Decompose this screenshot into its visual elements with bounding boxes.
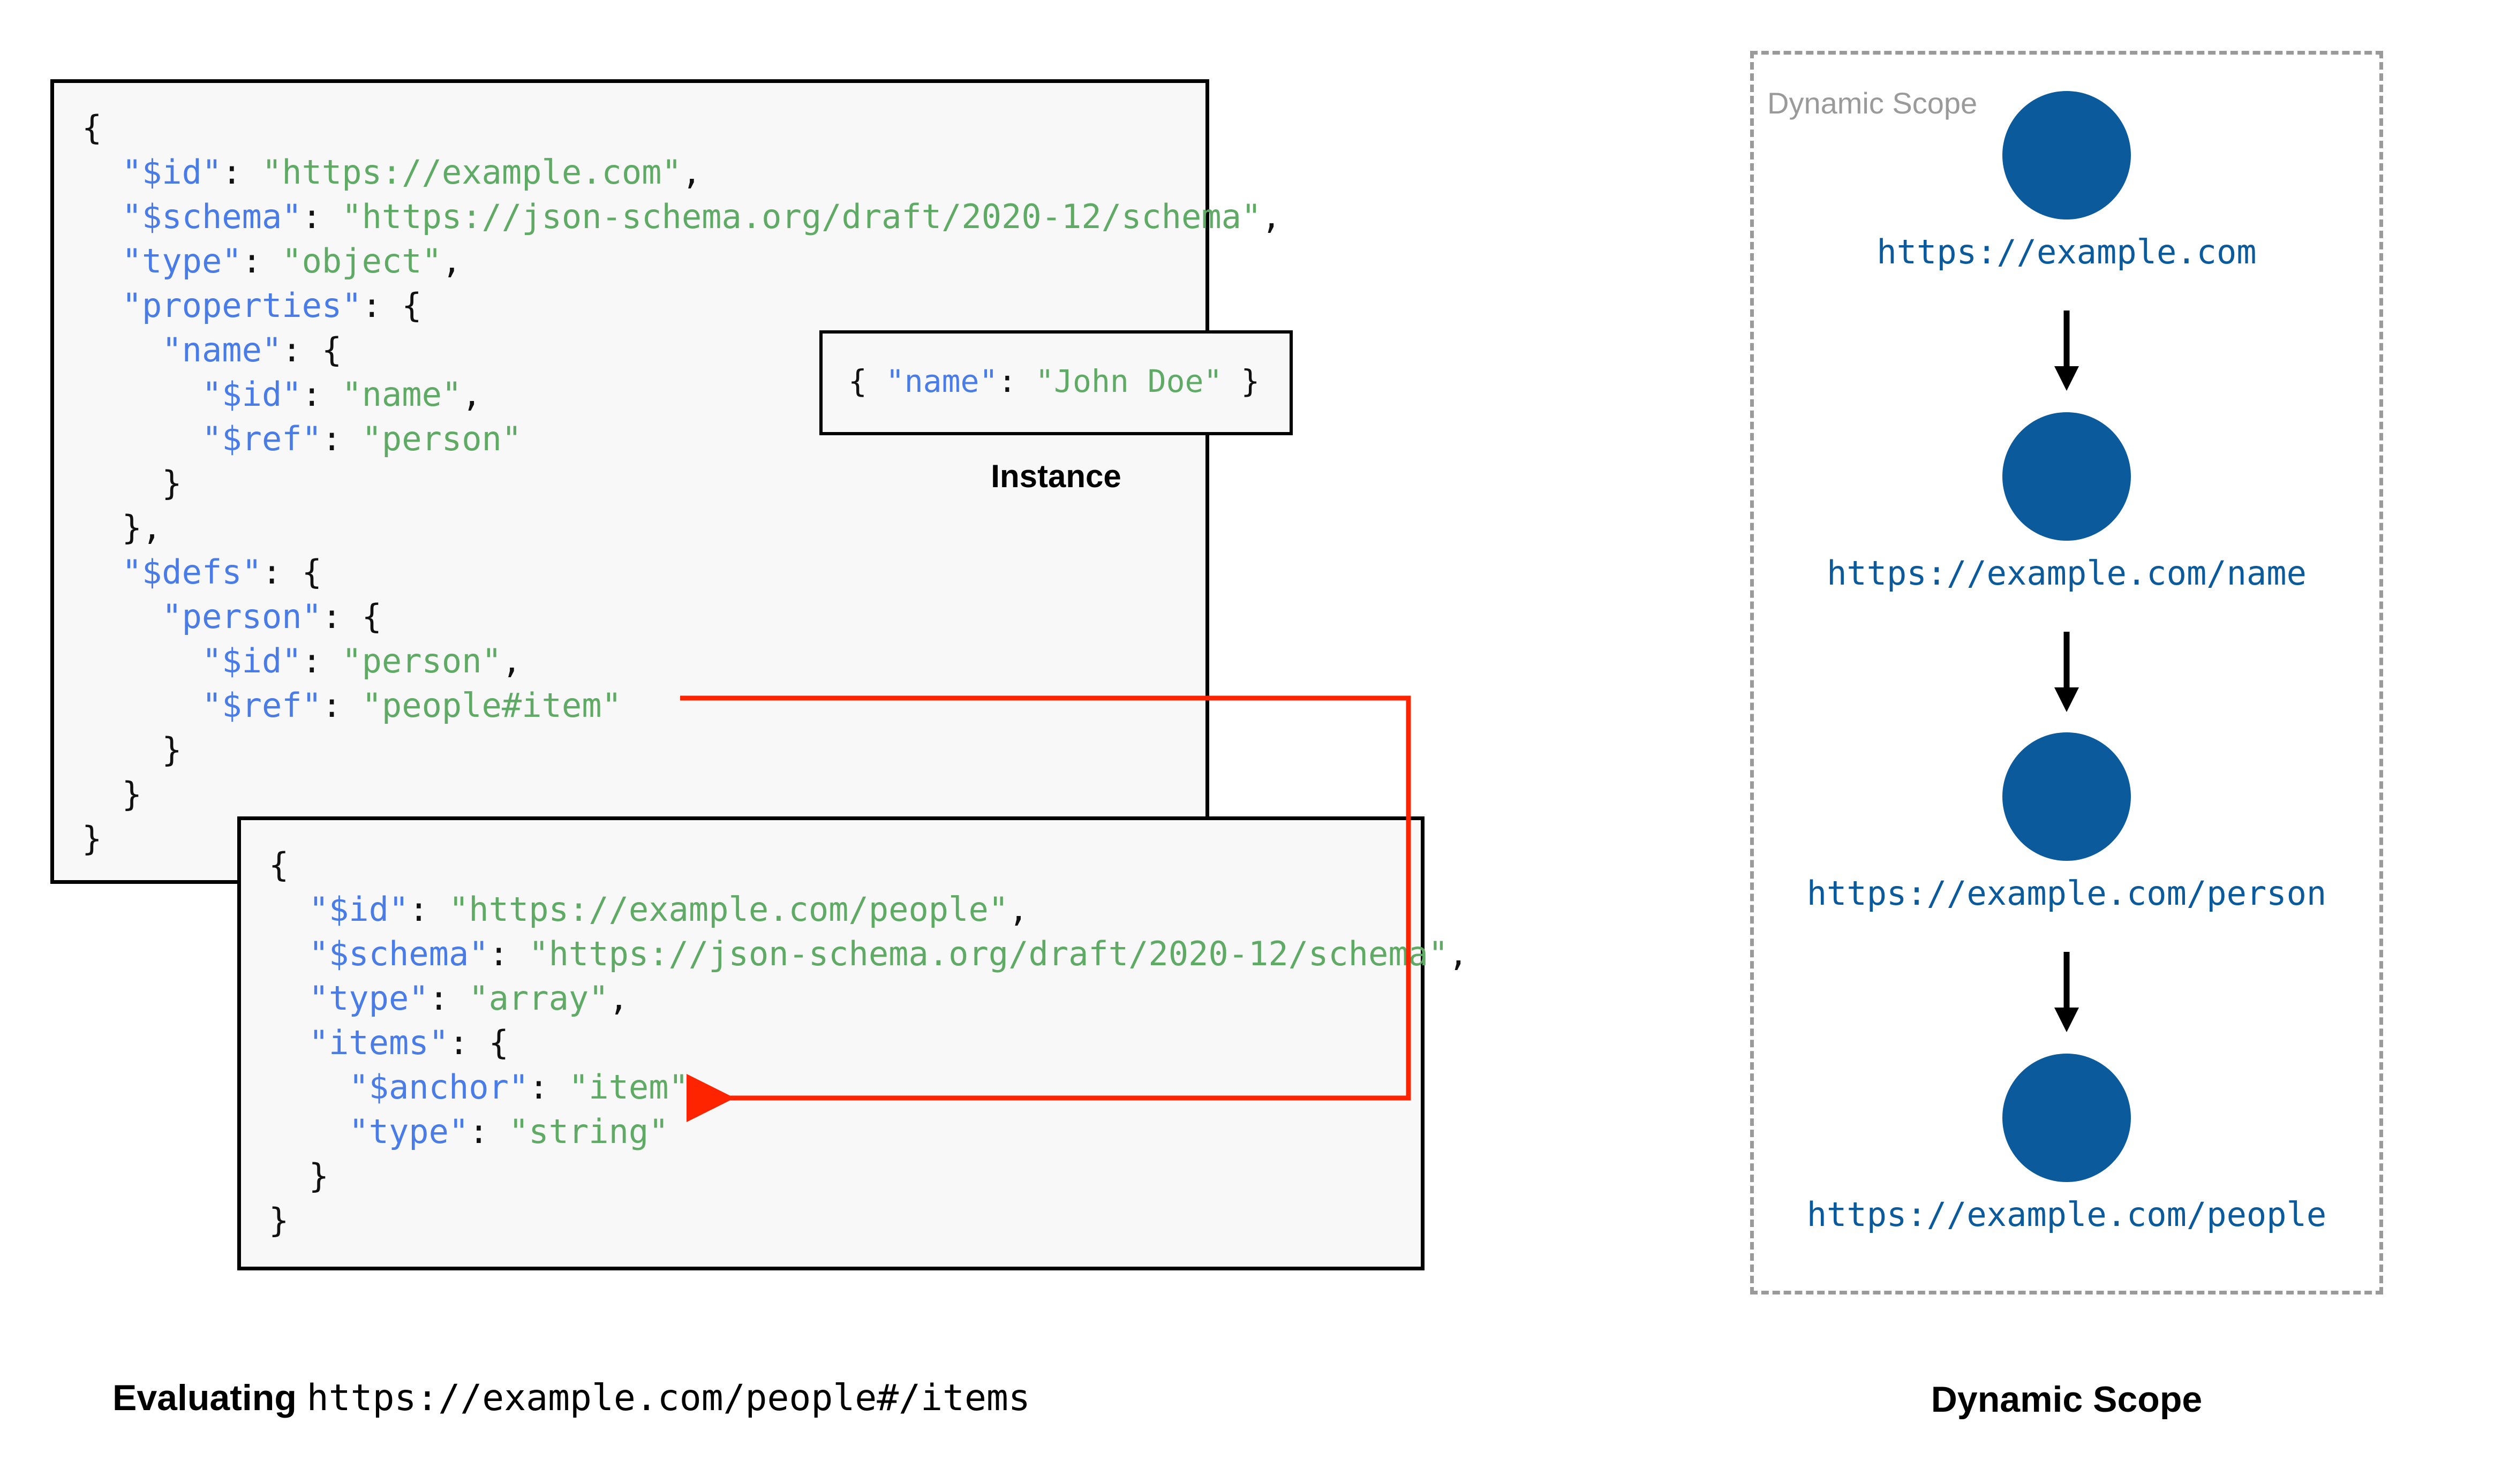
- evaluating-caption-uri: https://example.com/people#/items: [306, 1377, 1030, 1419]
- scope-uri-2: https://example.com/person: [1806, 874, 2327, 913]
- dynamic-scope-panel-title: Dynamic Scope: [1767, 86, 1978, 120]
- evaluating-caption-lead: Evaluating: [112, 1377, 297, 1418]
- scope-down-arrow-icon-0: [1750, 311, 2383, 393]
- dynamic-scope-caption: Dynamic Scope: [1931, 1379, 2203, 1420]
- instance-code: { "name": "John Doe" }: [848, 363, 1260, 399]
- scope-dot-icon-2: [2002, 732, 2131, 861]
- root-schema-box: { "$id": "https://example.com", "$schema…: [50, 79, 1282, 884]
- evaluating-caption: Evaluating https://example.com/people#/i…: [112, 1377, 1030, 1419]
- scope-node-2: https://example.com/person: [1750, 732, 2383, 913]
- instance-label: Instance: [991, 458, 1121, 494]
- scope-down-arrow-icon-2: [1750, 952, 2383, 1035]
- scope-dot-icon-1: [2002, 412, 2131, 541]
- scope-down-arrow-icon-1: [1750, 632, 2383, 715]
- people-schema-code: { "$id": "https://example.com/people", "…: [269, 845, 1468, 1240]
- scope-uri-3: https://example.com/people: [1806, 1195, 2327, 1234]
- down-arrow-icon: [2054, 632, 2079, 712]
- scope-dot-icon-0: [2002, 91, 2131, 219]
- scope-node-0: https://example.com: [1750, 91, 2383, 271]
- scope-uri-0: https://example.com: [1877, 232, 2257, 271]
- down-arrow-icon: [2054, 952, 2079, 1032]
- scope-node-3: https://example.com/people: [1750, 1054, 2383, 1234]
- scope-node-1: https://example.com/name: [1750, 412, 2383, 593]
- root-schema-code: { "$id": "https://example.com", "$schema…: [82, 108, 1282, 858]
- scope-dot-icon-3: [2002, 1054, 2131, 1182]
- people-schema-box: { "$id": "https://example.com/people", "…: [237, 816, 1468, 1270]
- instance-box: { "name": "John Doe" }: [819, 330, 1293, 435]
- down-arrow-icon: [2054, 311, 2079, 391]
- dynamic-scope-panel: [1750, 51, 2383, 1294]
- scope-uri-1: https://example.com/name: [1827, 554, 2307, 593]
